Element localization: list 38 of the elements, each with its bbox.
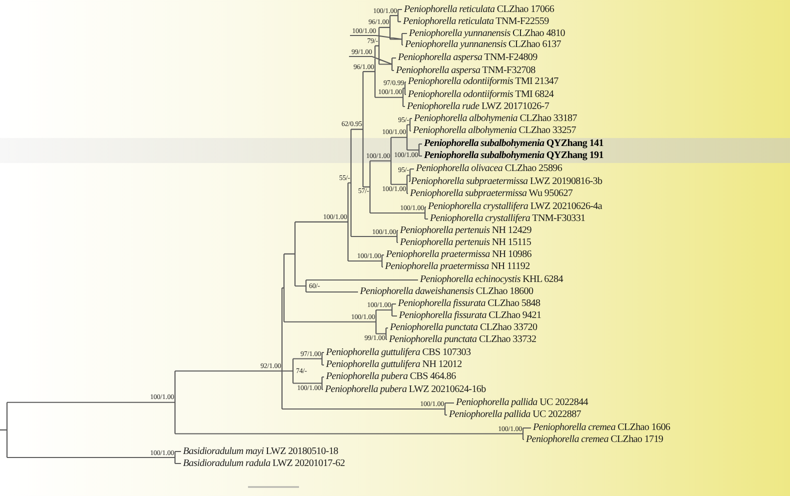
taxon-label: Peniophorella crystallifera LWZ 20210626-4a (428, 201, 602, 213)
taxon-label: Peniophorella olivacea CLZhao 25896 (416, 163, 562, 175)
taxon-label: Peniophorella subpraetermissa Wu 950627 (410, 188, 573, 200)
taxon-label: Peniophorella punctata CLZhao 33720 (390, 322, 538, 334)
taxon-label: Peniophorella pallida UC 2022887 (449, 409, 581, 421)
taxon-label: Peniophorella cremea CLZhao 1719 (526, 434, 664, 446)
taxon-label: Peniophorella guttulifera NH 12012 (326, 359, 462, 371)
taxon-label: Peniophorella pertenuis NH 15115 (400, 236, 532, 248)
taxon-label: Peniophorella albohymenia CLZhao 33257 (413, 125, 576, 137)
taxon-label: Peniophorella guttulifera CBS 107303 (326, 346, 471, 358)
taxon-label: Peniophorella daweishanensis CLZhao 18600 (360, 286, 534, 298)
taxon-label: Basidioradulum mayi LWZ 20180510-18 (183, 446, 338, 458)
taxon-label: Peniophorella reticulata TNM-F22559 (403, 16, 549, 28)
taxon-label: Peniophorella odontiiformis TMI 21347 (408, 76, 558, 88)
taxon-label: Peniophorella punctata CLZhao 33732 (389, 334, 536, 346)
taxon-label: Peniophorella yunnanensis CLZhao 6137 (405, 39, 562, 51)
taxon-label: Peniophorella subpraetermissa LWZ 20190816-3b (411, 176, 602, 188)
taxon-label: Peniophorella reticulata CLZhao 17066 (404, 4, 554, 16)
taxon-label: Peniophorella odontiiformis TMI 6824 (408, 88, 554, 100)
taxon-label: Peniophorella crystallifera TNM-F30331 (430, 213, 586, 225)
taxon-label: Peniophorella praetermissa NH 11192 (385, 261, 530, 273)
taxon-label: Peniophorella pubera CBS 464.86 (326, 371, 456, 383)
taxon-label: Peniophorella pubera LWZ 20210624-16b (325, 384, 486, 396)
taxon-label: Basidioradulum radula LWZ 20201017-62 (183, 458, 345, 470)
taxon-label: Peniophorella subalbohymenia QYZhang 141 (424, 138, 604, 150)
taxon-label: Peniophorella albohymenia CLZhao 33187 (414, 112, 577, 124)
taxon-label: Peniophorella rude LWZ 20171026-7 (407, 100, 550, 112)
taxon-label: Peniophorella yunnanensis CLZhao 4810 (409, 28, 566, 40)
taxon-label: Peniophorella fissurata CLZhao 9421 (399, 310, 542, 322)
taxon-label: Peniophorella pallida UC 2022844 (456, 397, 588, 409)
taxon-label: Peniophorella fissurata CLZhao 5848 (398, 298, 540, 310)
taxon-label: Peniophorella echinocystis KHL 6284 (420, 274, 563, 286)
taxon-label: Peniophorella praetermissa NH 10986 (386, 249, 532, 261)
taxon-label: Peniophorella pertenuis NH 12429 (400, 224, 532, 236)
taxon-label: Peniophorella aspersa TNM-F24809 (398, 52, 538, 64)
taxon-label: Peniophorella cremea CLZhao 1606 (533, 422, 670, 434)
taxon-label: Peniophorella subalbohymenia QYZhang 191 (424, 150, 604, 162)
taxon-label: Peniophorella aspersa TNM-F32708 (396, 64, 536, 76)
